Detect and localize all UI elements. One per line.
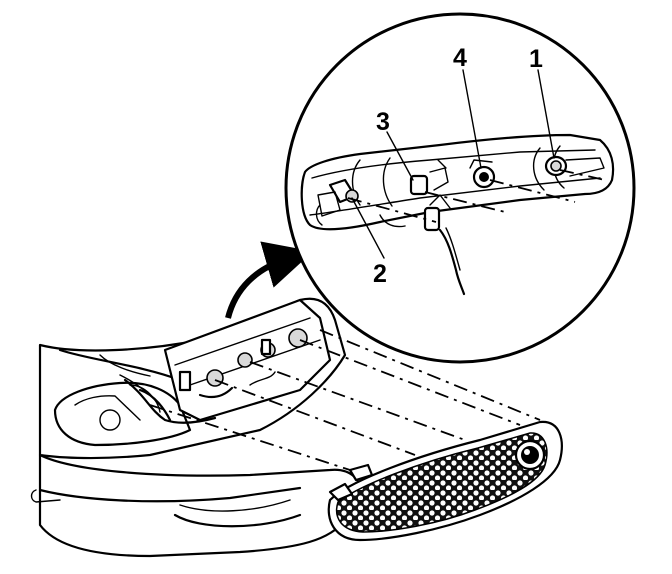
alignment-lines	[149, 329, 541, 471]
callout-2: 2	[373, 260, 387, 288]
tail-lamp-lens	[327, 420, 563, 542]
vehicle-rear-body	[30, 297, 363, 558]
detail-arrow-head	[282, 246, 302, 272]
callout-3: 3	[376, 108, 390, 136]
callout-4: 4	[453, 44, 467, 72]
socket-3	[409, 159, 449, 196]
callout-1: 1	[529, 45, 543, 73]
detail-arrow	[225, 241, 314, 319]
leader-lines	[351, 69, 555, 259]
socket-4	[469, 159, 496, 189]
detail-callout-circle	[284, 12, 636, 364]
